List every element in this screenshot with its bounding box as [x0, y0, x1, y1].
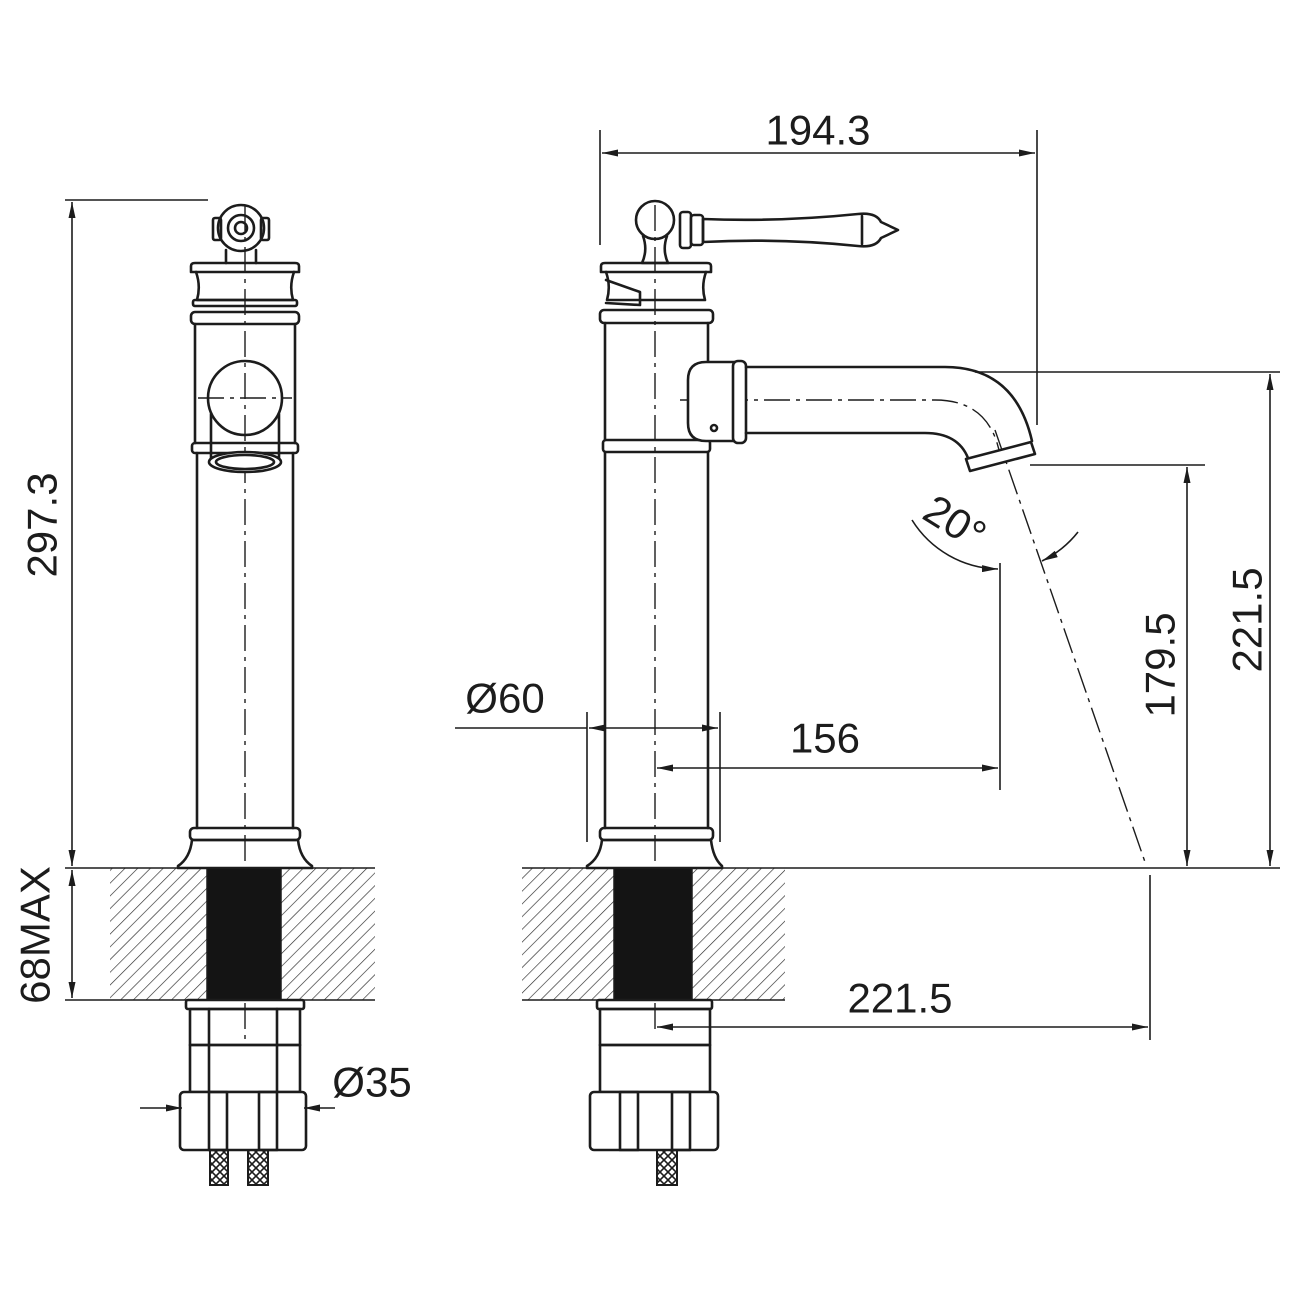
- front-countertop-section: [65, 867, 375, 1001]
- spout-height-label: 221.5: [1224, 567, 1271, 672]
- side-spout: [686, 359, 1037, 473]
- front-hose-left: [209, 1149, 229, 1186]
- counter-thickness-label: 68MAX: [12, 866, 59, 1004]
- side-spout-centerline: [680, 399, 1001, 456]
- total-height-label: 297.3: [19, 472, 66, 577]
- front-mounting-nut: [178, 1090, 308, 1152]
- body-diameter-label: Ø60: [465, 675, 544, 722]
- stream-angle-label: 20°: [916, 485, 995, 559]
- front-spout: [206, 359, 284, 474]
- side-dimensions: 194.3 Ø60 156 221.5 179.5 221.5 20°: [455, 107, 1280, 1040]
- front-dimensions: 297.3 68MAX Ø35: [12, 199, 412, 1112]
- front-body: [176, 322, 314, 870]
- side-lever-handle: [634, 199, 900, 265]
- outlet-height-label: 179.5: [1137, 612, 1184, 717]
- side-view: 194.3 Ø60 156 221.5 179.5 221.5 20°: [455, 107, 1280, 1186]
- angle-arc-left: [911, 519, 999, 573]
- front-view: 297.3 68MAX Ø35: [12, 199, 412, 1186]
- side-mounting-nut: [588, 1090, 720, 1152]
- front-hose-right: [247, 1149, 269, 1186]
- side-underside-fittings: [588, 998, 720, 1186]
- inlet-diameter-label: Ø35: [332, 1059, 411, 1106]
- side-countertop-section: [522, 867, 1280, 1001]
- spout-reach-label: 156: [790, 715, 860, 762]
- front-mounting-shank: [206, 867, 282, 1001]
- front-cap: [189, 261, 301, 326]
- front-underside-fittings: [178, 998, 308, 1186]
- side-mounting-shank: [613, 867, 693, 1001]
- side-cap: [598, 261, 715, 325]
- overall-depth-label: 194.3: [765, 107, 870, 154]
- side-hose: [656, 1149, 678, 1186]
- spout-aerator: [964, 440, 1037, 473]
- stream-reach-label: 221.5: [847, 975, 952, 1022]
- front-knob: [211, 203, 271, 265]
- angle-arc-right: [1041, 531, 1079, 562]
- water-stream-line: [994, 429, 1146, 863]
